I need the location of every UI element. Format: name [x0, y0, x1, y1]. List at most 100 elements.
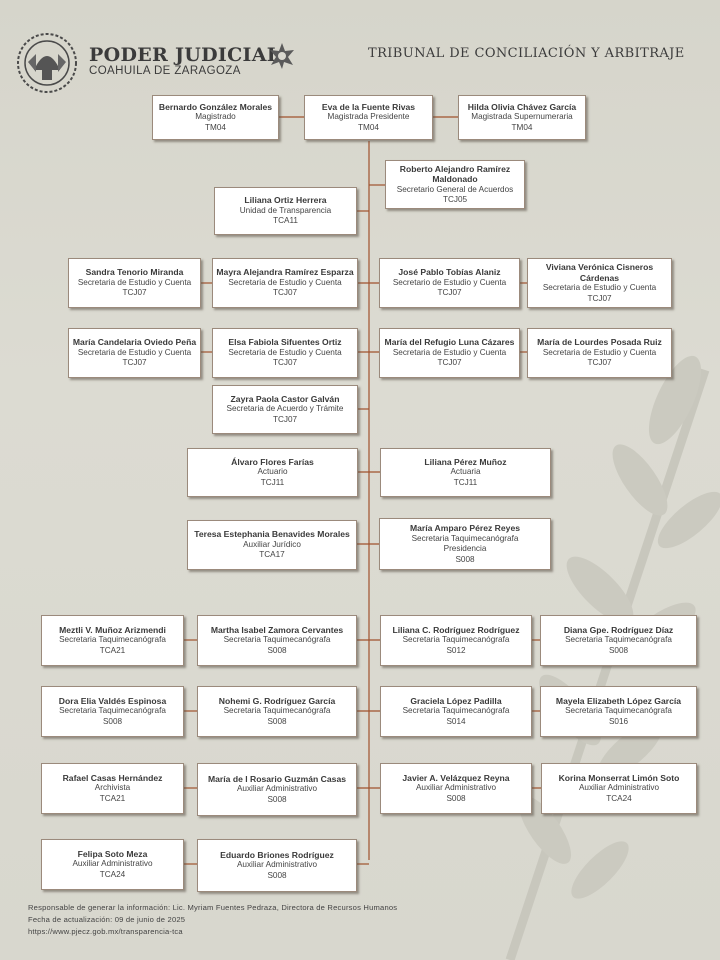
position-name: Nohemi G. Rodríguez García — [218, 695, 336, 706]
tribunal-title: TRIBUNAL DE CONCILIACIÓN Y ARBITRAJE — [368, 46, 685, 61]
position-name: Sandra Tenorio Miranda — [85, 267, 184, 278]
position-code: S008 — [446, 793, 466, 803]
position-code: TCA24 — [99, 869, 126, 879]
position-code: S012 — [446, 645, 466, 655]
position-name: Diana Gpe. Rodríguez Díaz — [563, 624, 674, 635]
position-role: Auxiliar Administrativo — [578, 783, 660, 793]
position-role: Secretaria Taquimecanógrafa — [223, 706, 331, 716]
position-name: Korina Monserrat Limón Soto — [558, 772, 680, 783]
position-role: Secretaria de Estudio y Cuenta — [542, 347, 657, 357]
position-code: TM04 — [205, 122, 226, 132]
position-code: TCJ11 — [260, 477, 285, 487]
position-name: Bernardo González Morales — [158, 101, 273, 112]
position-role: Secretaria de Estudio y Cuenta — [77, 347, 192, 357]
position-code: TCA21 — [99, 645, 126, 655]
position-name: Liliana Ortiz Herrera — [244, 195, 327, 206]
position-code: S008 — [455, 554, 475, 564]
position-role: Auxiliar Administrativo — [236, 784, 318, 794]
position-role: Actuaria — [450, 467, 481, 477]
position-name: José Pablo Tobías Alaniz — [398, 267, 501, 278]
position-code: S008 — [267, 716, 287, 726]
position-role: Secretaria de Estudio y Cuenta — [228, 277, 342, 287]
position-code: TCJ07 — [587, 358, 612, 368]
position-code: TCA21 — [99, 793, 126, 803]
position-role: Secretario General de Acuerdos — [396, 184, 514, 194]
position-role: Secretaria Taquimecanógrafa — [223, 635, 331, 645]
position-code: S008 — [267, 870, 287, 880]
position-code: S016 — [608, 716, 629, 726]
position-role: Auxiliar Jurídico — [243, 539, 301, 549]
footer-updated: Fecha de actualización: 09 de junio de 2… — [28, 915, 186, 924]
position-name: Mayela Elizabeth López García — [555, 695, 682, 706]
position-name: Roberto Alejandro Ramírez Maldonado — [399, 163, 511, 185]
position-name: Eduardo Briones Rodríguez — [220, 849, 334, 860]
position-role: Secretaria Taquimecanógrafa — [565, 706, 672, 716]
position-role: Secretaria Taquimecanógrafa — [402, 706, 510, 716]
position-name: Graciela López Padilla — [410, 695, 502, 706]
position-name: María Candelaria Oviedo Peña — [72, 337, 197, 348]
position-role: Secretaria de Acuerdo y Trámite — [226, 404, 344, 414]
position-role: Secretaria Taquimecanógrafa — [59, 635, 166, 645]
coat-of-arms-logo — [17, 33, 77, 93]
position-role: Auxiliar Administrativo — [415, 783, 497, 793]
position-name: Liliana C. Rodríguez Rodríguez — [392, 624, 520, 635]
position-name: Felipa Soto Meza — [77, 848, 148, 859]
position-code: TCJ05 — [442, 195, 468, 204]
footer-url[interactable]: https://www.pjecz.gob.mx/transparencia-t… — [28, 927, 183, 936]
position-name: Álvaro Flores Farías — [231, 456, 314, 467]
position-code: TCA17 — [259, 550, 285, 560]
position-code: TCJ07 — [587, 293, 612, 303]
position-name: Dora Elia Valdés Espinosa — [58, 695, 167, 706]
position-name: María de l Rosario Guzmán Casas — [207, 773, 347, 784]
position-code: TCJ07 — [272, 358, 298, 368]
position-code: TCJ07 — [272, 288, 298, 298]
position-role: Actuario — [257, 467, 288, 477]
position-role: Secretaria de Estudio y Cuenta — [77, 277, 192, 287]
position-code: TCJ07 — [437, 288, 462, 298]
position-name: Rafael Casas Hernández — [62, 772, 163, 783]
footer-responsible: Responsable de generar la información: L… — [28, 903, 398, 912]
position-role: Secretaria de Estudio y Cuenta — [542, 283, 657, 292]
position-code: TM04 — [511, 122, 533, 132]
position-role: Secretario de Estudio y Cuenta — [392, 277, 507, 287]
position-role: Archivista — [94, 783, 131, 793]
position-name: Eva de la Fuente Rivas — [321, 101, 416, 112]
position-code: TCJ07 — [272, 414, 298, 424]
position-name: Viviana Verónica Cisneros Cárdenas — [545, 262, 654, 283]
position-name: María del Refugio Luna Cázares — [384, 337, 515, 348]
position-code: TCJ07 — [122, 358, 147, 368]
position-role: Magistrado — [195, 112, 236, 122]
position-role: Auxiliar Administrativo — [236, 860, 318, 870]
position-role: Unidad de Transparencia — [239, 205, 332, 215]
position-code: TCJ11 — [453, 477, 478, 487]
position-name: Mayra Alejandra Ramírez Esparza — [216, 267, 354, 278]
position-name: Zayra Paola Castor Galván — [230, 393, 340, 404]
position-code: S008 — [608, 645, 629, 655]
position-name: Teresa Estephania Benavides Morales — [194, 529, 350, 540]
